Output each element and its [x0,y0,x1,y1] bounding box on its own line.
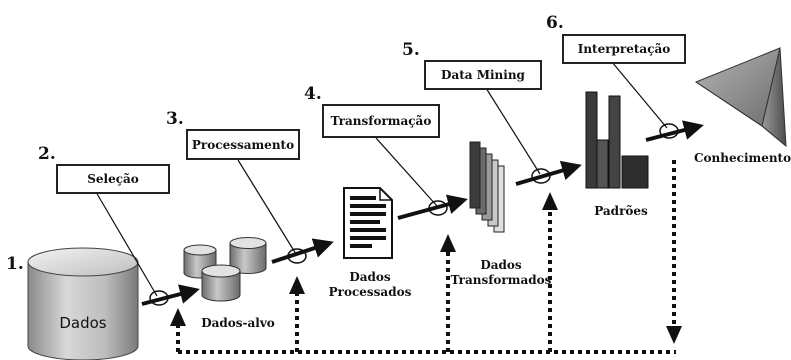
patterns-bars [585,91,649,189]
knowledge-label: Conhecimento [694,151,791,165]
patterns-label: Padrões [594,204,648,218]
transformed-data-stack [469,141,505,233]
step-5-number: 5. [402,40,420,60]
target-data-cylinders [183,237,267,302]
step-processing-box: Processamento [186,129,300,160]
step-selection-box: Seleção [56,164,170,194]
step-transformation-box: Transformação [322,104,440,138]
step-3-number: 3. [166,109,184,129]
step-4-number: 4. [304,84,322,104]
processed-data-document [343,187,393,259]
transformed-data-label-line1: Dados [480,258,522,272]
knowledge-pyramid [694,47,787,148]
raw-data-cylinder [27,247,139,360]
step-6-number: 6. [546,13,564,33]
callout-circles [149,123,679,306]
feedback-loop [176,160,676,354]
processed-data-label-line2: Processados [328,285,412,299]
step-2-number: 2. [38,144,56,164]
feedback-arrowheads [170,192,682,344]
callout-lines [95,61,668,297]
target-data-label: Dados-alvo [201,316,275,330]
processed-data-label: Dados Processados [320,270,420,300]
processed-data-label-line1: Dados [349,270,391,284]
transformed-data-label-line2: Transformados [450,273,552,287]
step-data-mining-box: Data Mining [424,60,542,90]
transformed-data-label: Dados Transformados [442,258,560,288]
raw-data-label: Dados [59,314,107,332]
step-1-number: 1. [6,254,24,274]
step-interpretation-box: Interpretação [562,34,686,64]
